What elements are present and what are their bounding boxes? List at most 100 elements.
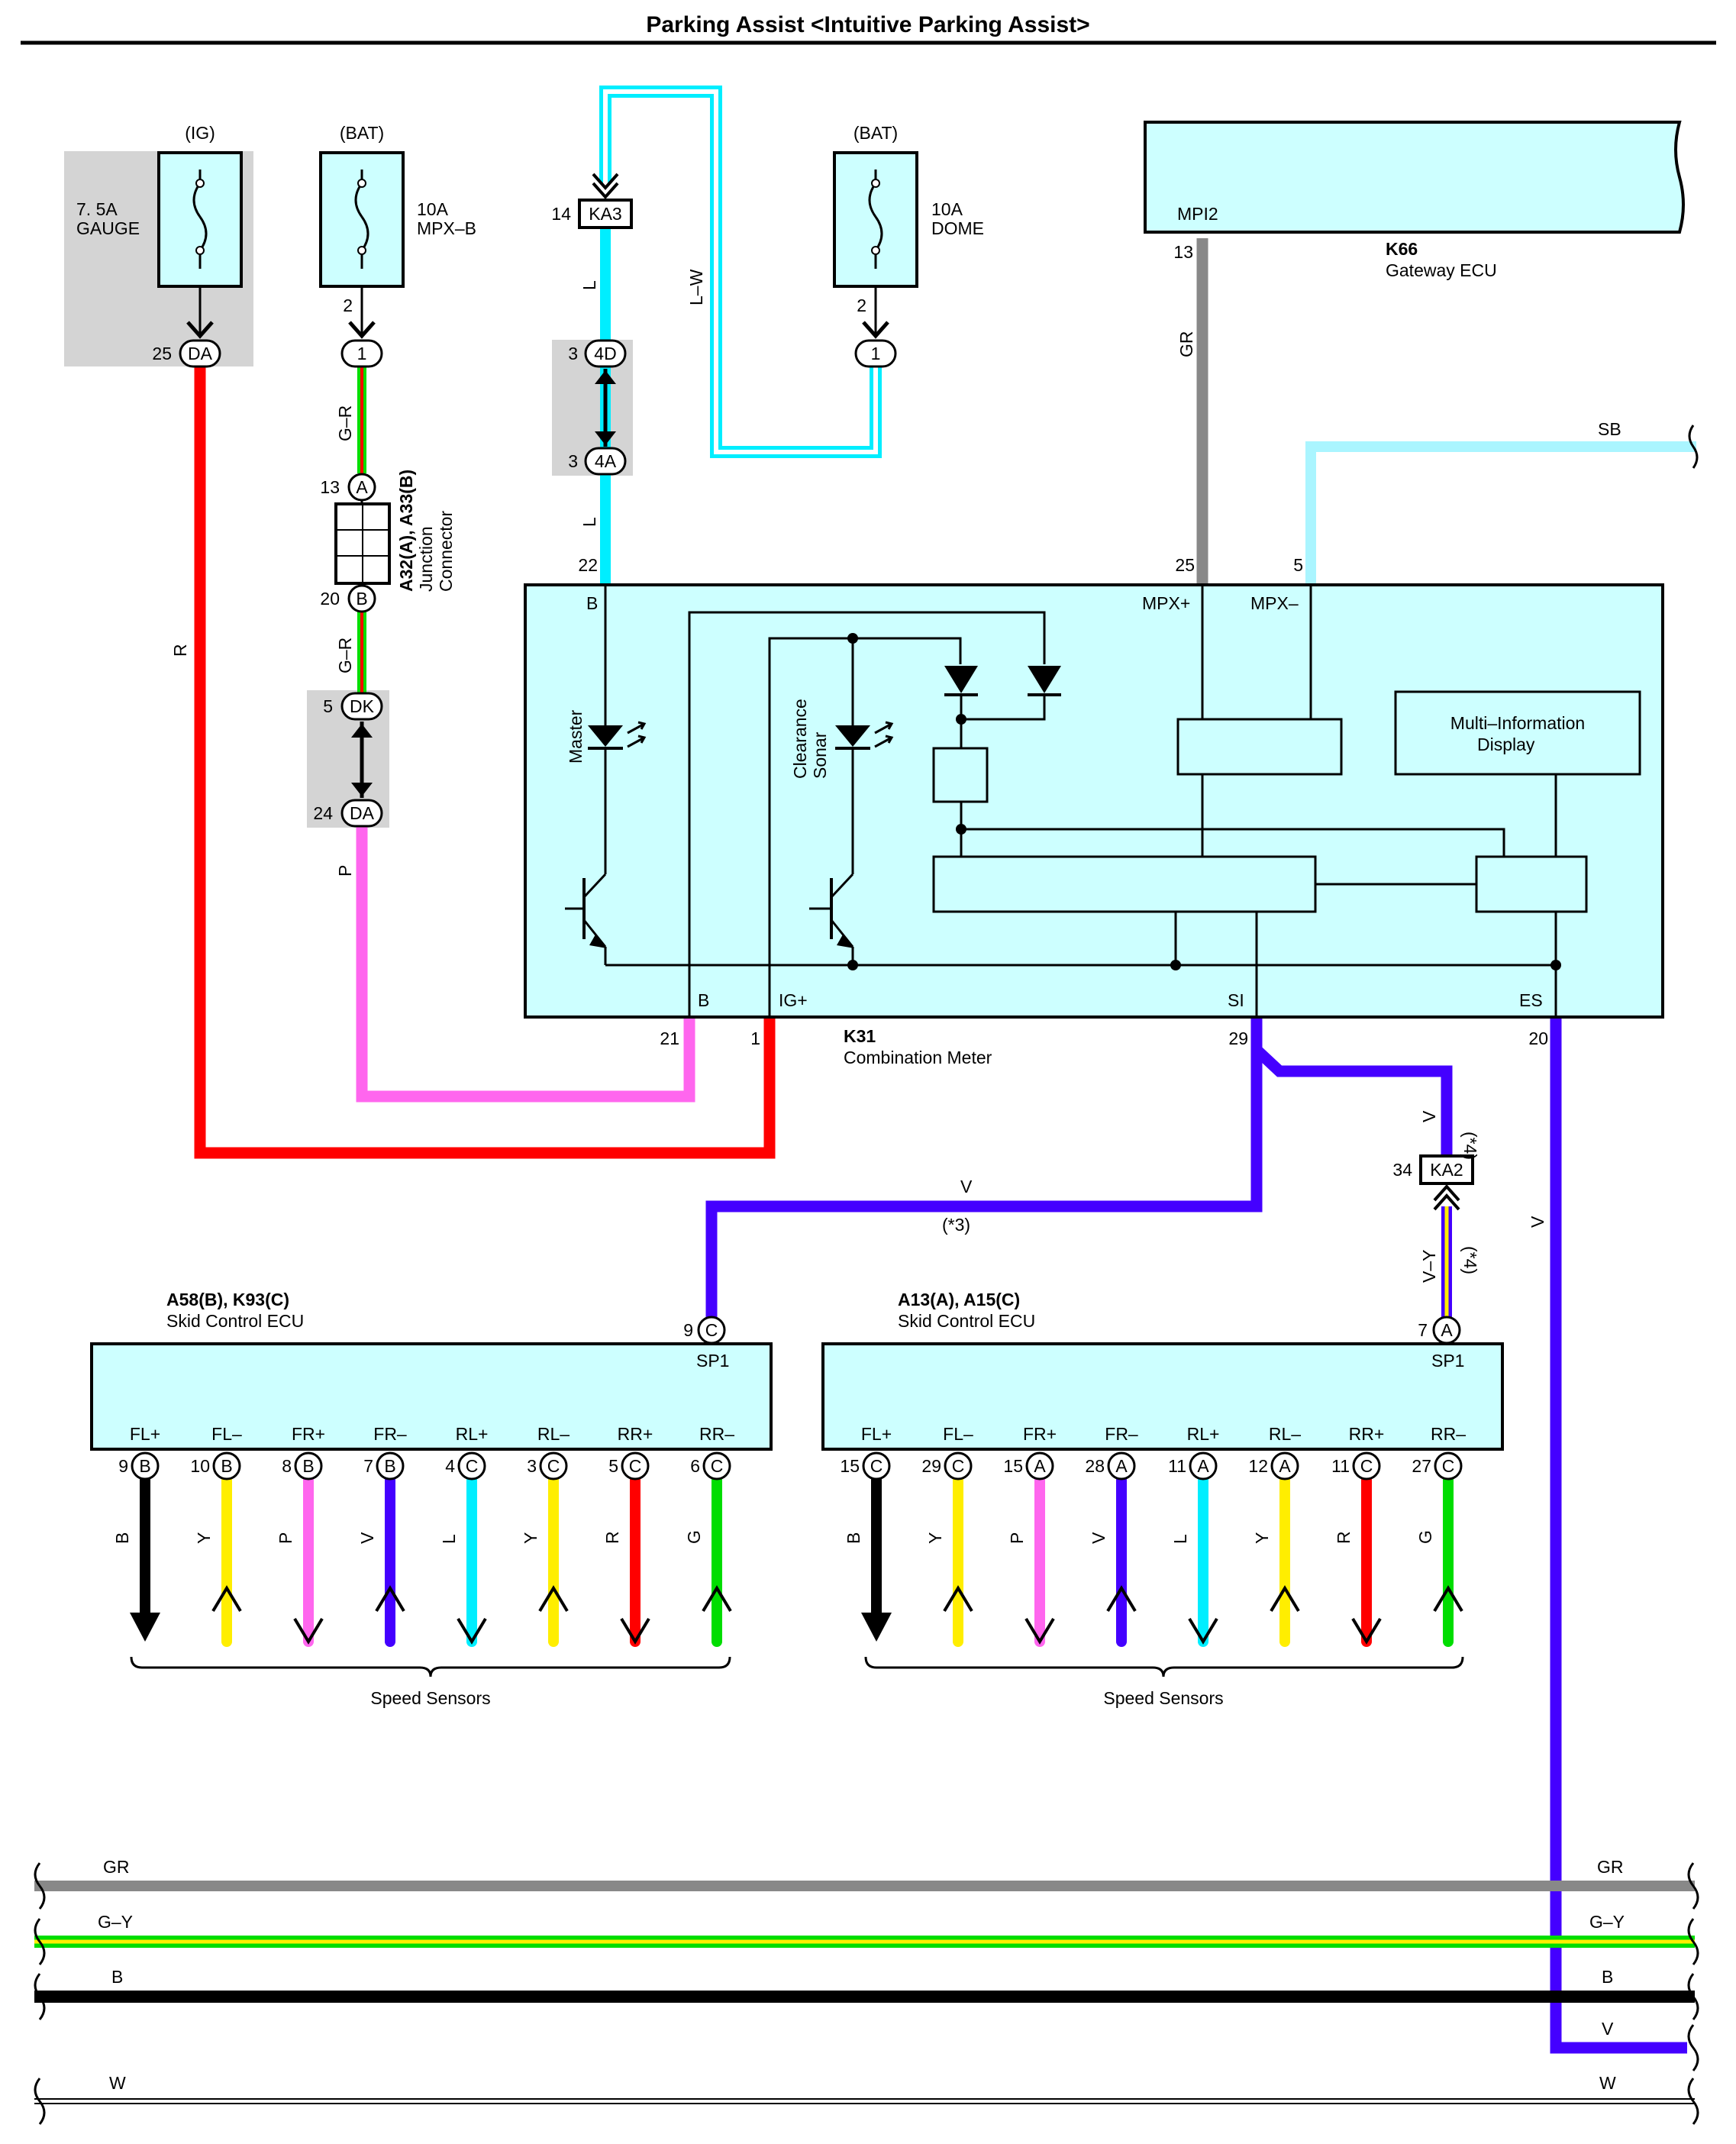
terminal-ecu1-2-name: FR+ bbox=[292, 1424, 325, 1444]
svg-text:5: 5 bbox=[323, 696, 333, 716]
terminal-ecu1-4-arrow bbox=[457, 1617, 487, 1645]
terminal-ecu1-7-connector-label: C bbox=[711, 1456, 724, 1476]
svg-text:KA3: KA3 bbox=[589, 204, 621, 224]
svg-text:SB: SB bbox=[1598, 419, 1621, 439]
terminal-ecu2-2-wire-label: P bbox=[1007, 1532, 1027, 1544]
terminal-ecu2-3-arrow bbox=[1106, 1585, 1137, 1613]
terminal-ecu1-7-name: RR– bbox=[699, 1424, 734, 1444]
terminal-ecu1-0-name: FL+ bbox=[130, 1424, 160, 1444]
svg-text:Display: Display bbox=[1477, 735, 1535, 754]
svg-text:Gateway ECU: Gateway ECU bbox=[1386, 260, 1497, 280]
svg-text:Speed Sensors: Speed Sensors bbox=[370, 1688, 490, 1708]
terminal-ecu1-1-pin: 10 bbox=[190, 1456, 210, 1476]
ecu1-terminals: B9FL+BB10FL–YB8FR+PB7FR–VC4RL+LC3RL–YC5R… bbox=[112, 1424, 734, 1647]
svg-text:20: 20 bbox=[1528, 1028, 1548, 1048]
svg-text:G–R: G–R bbox=[335, 638, 355, 673]
terminal-ecu2-0-connector-label: C bbox=[870, 1456, 883, 1476]
svg-text:Clearance: Clearance bbox=[790, 699, 810, 779]
terminal-ecu1-6-connector-label: C bbox=[629, 1456, 642, 1476]
svg-text:V: V bbox=[1602, 2019, 1614, 2039]
terminal-ecu2-5-wire-label: Y bbox=[1252, 1532, 1272, 1544]
svg-text:3: 3 bbox=[568, 344, 578, 363]
terminal-ecu1-4-connector-label: C bbox=[466, 1456, 479, 1476]
terminal-ecu1-0-connector-label: B bbox=[139, 1456, 150, 1476]
svg-text:SP1: SP1 bbox=[696, 1351, 729, 1371]
terminal-ecu1-4-wire-label: L bbox=[439, 1534, 459, 1544]
terminal-ecu1-2-pin: 8 bbox=[282, 1456, 292, 1476]
ecu2-terminals: C15FL+BC29FL–YA15FR+PA28FR–VA11RL+LA12RL… bbox=[840, 1424, 1466, 1647]
connector-1-dome: 1 2 bbox=[854, 295, 897, 368]
terminal-ecu2-4-wire-label: L bbox=[1170, 1534, 1190, 1544]
terminal-ecu2-0-arrow bbox=[861, 1613, 892, 1642]
svg-text:L: L bbox=[579, 517, 599, 527]
svg-text:G–Y: G–Y bbox=[98, 1912, 133, 1932]
terminal-ecu1-0-arrow bbox=[130, 1613, 160, 1642]
svg-text:R: R bbox=[170, 644, 190, 657]
terminal-ecu2-6-pin: 11 bbox=[1331, 1456, 1350, 1476]
svg-text:10A: 10A bbox=[931, 199, 963, 219]
svg-text:(BAT): (BAT) bbox=[340, 123, 384, 143]
terminal-ecu2-4-connector-label: A bbox=[1197, 1456, 1209, 1476]
terminal-ecu2-1-connector bbox=[944, 1451, 973, 1480]
connector-ka3: KA3 14 bbox=[551, 173, 633, 229]
svg-text:GAUGE: GAUGE bbox=[76, 218, 140, 238]
speed-sensors-bracket-1: Speed Sensors bbox=[130, 1656, 731, 1708]
terminal-ecu2-0-connector bbox=[862, 1451, 891, 1480]
terminal-ecu2-7-wire-label: G bbox=[1415, 1530, 1435, 1544]
svg-text:13: 13 bbox=[1173, 242, 1193, 262]
wire-sb bbox=[1305, 441, 1696, 585]
svg-text:9: 9 bbox=[683, 1320, 693, 1340]
svg-text:A58(B), K93(C): A58(B), K93(C) bbox=[166, 1290, 289, 1309]
terminal-ecu2-4-pin: 11 bbox=[1168, 1456, 1186, 1476]
svg-text:(*4): (*4) bbox=[1460, 1246, 1480, 1274]
terminal-ecu2-7-pin: 27 bbox=[1412, 1456, 1431, 1476]
wire-labels: R G–R G–R P L L L–W GR SB V (*3) V (*4) … bbox=[170, 269, 1621, 1283]
svg-text:DA: DA bbox=[188, 344, 213, 363]
svg-text:C: C bbox=[705, 1320, 718, 1340]
svg-text:(*3): (*3) bbox=[942, 1215, 970, 1235]
svg-text:(BAT): (BAT) bbox=[853, 123, 898, 143]
junction-connector: A 13 B 20 A32(A), A33(B) Junction Connec… bbox=[320, 470, 456, 613]
svg-text:DOME: DOME bbox=[931, 218, 984, 238]
svg-text:G–Y: G–Y bbox=[1589, 1912, 1625, 1932]
terminal-ecu1-4-name: RL+ bbox=[456, 1424, 489, 1444]
terminal-ecu1-7-connector bbox=[702, 1451, 731, 1480]
svg-text:34: 34 bbox=[1392, 1160, 1412, 1180]
svg-text:24: 24 bbox=[313, 803, 333, 823]
svg-text:MPX–: MPX– bbox=[1250, 593, 1299, 613]
wire-v-es bbox=[1550, 1017, 1687, 2054]
terminal-ecu1-3-arrow bbox=[375, 1585, 405, 1613]
terminal-ecu2-5-arrow bbox=[1270, 1585, 1300, 1613]
svg-text:13: 13 bbox=[320, 477, 340, 497]
wire-v-si-ecu1 bbox=[705, 1050, 1263, 1317]
wire-r bbox=[194, 366, 776, 1159]
svg-text:B: B bbox=[698, 990, 709, 1010]
svg-text:3: 3 bbox=[568, 451, 578, 471]
terminal-ecu1-6-pin: 5 bbox=[608, 1456, 618, 1476]
terminal-ecu1-6-connector bbox=[621, 1451, 650, 1480]
terminal-ecu1-1-connector bbox=[212, 1451, 241, 1480]
gateway-ecu: MPI2 13 K66 Gateway ECU bbox=[1144, 121, 1685, 280]
svg-text:A32(A), A33(B): A32(A), A33(B) bbox=[396, 470, 416, 592]
svg-text:4A: 4A bbox=[595, 451, 617, 471]
svg-text:GR: GR bbox=[1176, 331, 1196, 358]
terminal-ecu1-1-name: FL– bbox=[211, 1424, 242, 1444]
bus-labels: GR GR G–Y G–Y B B V W W bbox=[98, 1857, 1625, 2093]
fuse-dome: (BAT) 10A DOME bbox=[833, 123, 984, 339]
terminal-ecu2-4-connector bbox=[1189, 1451, 1218, 1480]
terminal-ecu2-6-connector-label: C bbox=[1360, 1456, 1373, 1476]
terminal-ecu2-7-connector-label: C bbox=[1442, 1456, 1455, 1476]
speed-sensors-bracket-2: Speed Sensors bbox=[864, 1656, 1464, 1708]
terminal-ecu1-3-pin: 7 bbox=[363, 1456, 373, 1476]
svg-text:Skid Control ECU: Skid Control ECU bbox=[166, 1311, 304, 1331]
combination-meter: Multi–Information Display B MPX+ MPX– Ma… bbox=[524, 555, 1664, 1067]
svg-text:Sonar: Sonar bbox=[810, 731, 830, 779]
svg-text:Master: Master bbox=[566, 709, 586, 764]
terminal-ecu1-3-connector bbox=[376, 1451, 405, 1480]
svg-text:21: 21 bbox=[660, 1028, 679, 1048]
fuse-mpx-b: (BAT) 10A MPX–B bbox=[319, 123, 476, 339]
terminal-ecu2-1-arrow bbox=[943, 1585, 973, 1613]
svg-text:Combination Meter: Combination Meter bbox=[844, 1048, 992, 1067]
svg-text:Junction: Junction bbox=[416, 526, 436, 592]
svg-text:(*4): (*4) bbox=[1460, 1132, 1480, 1160]
